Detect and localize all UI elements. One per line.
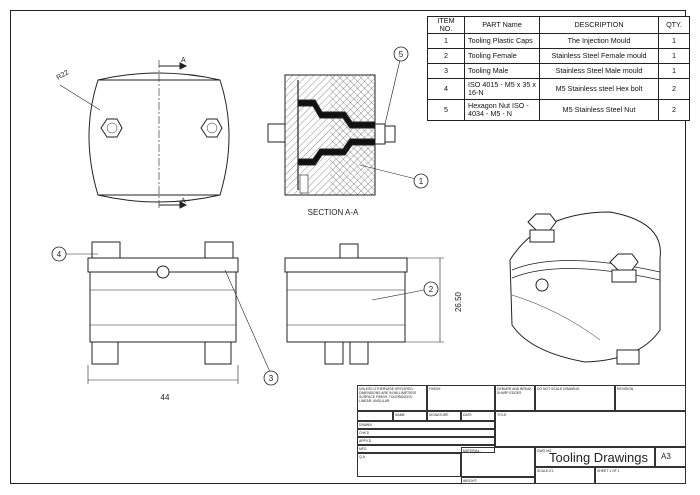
iso-bolt-shank-left (529, 229, 555, 243)
side-body (286, 271, 406, 343)
material-field: MATERIAL: (461, 447, 535, 477)
bom-qty: 2 (658, 99, 690, 121)
balloon-3 (263, 370, 279, 386)
section-arrow-bottom (179, 201, 188, 209)
bom-part-name: Hexagon Nut ISO - 4034 - M5 - N (464, 99, 540, 121)
radius-dimension: R22 (56, 69, 71, 82)
side-bolt-top (339, 243, 359, 259)
finish-field: FINISH: (427, 385, 495, 411)
pin-section (299, 174, 309, 194)
balloon-5-label: 5 (399, 50, 404, 59)
weight-field: WEIGHT: (461, 477, 535, 484)
isometric-view (509, 211, 661, 365)
top-view (59, 60, 230, 209)
front-nut-right (204, 341, 232, 365)
balloon-2-label: 2 (429, 285, 434, 294)
section-view (267, 59, 421, 196)
balloon-1 (413, 173, 429, 189)
nut-face (384, 125, 396, 143)
bom-row: 3 Tooling Male Stainless Steel Male moul… (427, 63, 690, 79)
row-drawn: DRAWN (357, 421, 495, 429)
side-top-plate (284, 257, 408, 273)
iso-parting-1 (511, 260, 661, 273)
sheet-field: SHEET 1 OF 1 (595, 467, 686, 484)
bom-row: 1 Tooling Plastic Caps The Injection Mou… (427, 33, 690, 49)
side-nut-left (324, 341, 344, 365)
iso-center-boss (535, 278, 549, 292)
drawing-title: Tooling Drawings (549, 450, 648, 465)
section-arrow-top (179, 62, 188, 70)
bom-row: 5 Hexagon Nut ISO - 4034 - M5 - N M5 Sta… (427, 99, 690, 121)
front-nut-left (91, 341, 119, 365)
section-label: SECTION A-A (308, 208, 359, 217)
width-dimension: 44 (161, 393, 170, 402)
col-name: NAME (393, 411, 427, 421)
side-view (284, 243, 444, 365)
sheet-size: A3 (661, 452, 671, 461)
iso-body (509, 211, 661, 363)
bom-row: 4 ISO 4015 - M5 x 35 x 16-N M5 Stainless… (427, 78, 690, 100)
balloon-4 (51, 246, 67, 262)
iso-bolt-top-left (527, 213, 557, 231)
balloon-5 (393, 46, 409, 62)
section-marker-bottom: A (181, 198, 186, 205)
deburr-note: DEBURR AND BREAK SHARP EDGES (495, 385, 535, 411)
title-block: UNLESS OTHERWISE SPECIFIED: DIMENSIONS A… (357, 385, 686, 484)
front-bolt-left (91, 241, 121, 259)
balloon-leader-3 (224, 269, 271, 373)
balloon-4-label: 4 (57, 250, 62, 259)
front-center-boss (156, 265, 170, 279)
balloon-3-label: 3 (269, 374, 274, 383)
row-qa: Q.A (357, 453, 461, 477)
front-view (66, 241, 271, 384)
balloon-leader-1 (359, 164, 421, 181)
iso-bolt-shank-right (611, 269, 637, 283)
bolt-circle-right (206, 122, 218, 134)
bill-of-materials: ITEM NO. PART Name DESCRIPTION QTY. 1 To… (427, 16, 690, 121)
nut-section (374, 123, 386, 145)
balloon-leader-5 (384, 59, 401, 125)
col-signature: SIGNATURE (427, 411, 461, 421)
row-appvd: APPV'D (357, 437, 495, 445)
section-marker-top: A (181, 57, 186, 64)
bolt-head-left (100, 118, 123, 138)
tolerance-notes: UNLESS OTHERWISE SPECIFIED: DIMENSIONS A… (357, 385, 427, 411)
drawing-border (10, 10, 686, 484)
iso-edge (511, 294, 601, 341)
row-chkd: CHK'D (357, 429, 495, 437)
height-dimension: 26.50 (454, 291, 463, 312)
bolt-head-right (200, 118, 223, 138)
bolt-circle-left (106, 122, 118, 134)
bolt-head-section (267, 123, 286, 143)
radius-leader (59, 84, 101, 111)
top-view-arc-top (97, 72, 221, 81)
side-nut-right (349, 341, 369, 365)
title-field: TITLE: (495, 411, 686, 447)
col-date: DATE (461, 411, 495, 421)
dwg-no-field: DWG NO. (535, 447, 655, 467)
do-not-scale-note: DO NOT SCALE DRAWING (535, 385, 615, 411)
revision-field: REVISION (615, 385, 686, 411)
scale-field: SCALE:2:1 (535, 467, 595, 484)
section-male-half (330, 75, 375, 195)
dwg-no-label: DWG NO. (537, 449, 553, 453)
front-bolt-right (204, 241, 234, 259)
front-body (89, 271, 237, 343)
iso-parting-2 (511, 268, 661, 281)
balloon-2 (423, 281, 439, 297)
iso-nut-bottom (616, 349, 640, 365)
balloon-leader-2 (371, 289, 425, 301)
balloon-1-label: 1 (419, 177, 424, 186)
row-mfg: MFG (357, 445, 495, 453)
